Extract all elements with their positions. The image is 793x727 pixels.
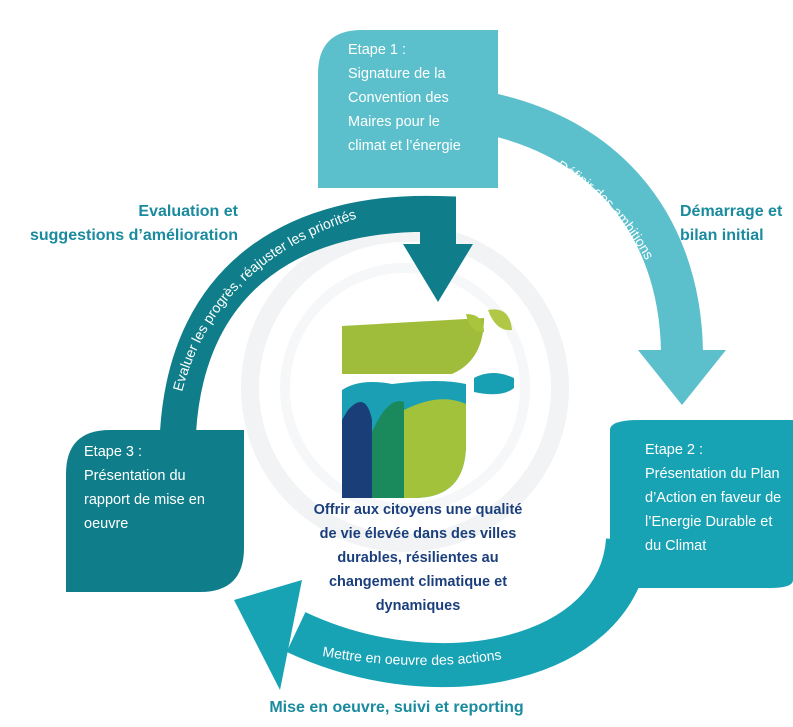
step-2-title: Etape 2 : <box>645 442 704 458</box>
step-3-line: Présentation du <box>84 468 186 484</box>
phase-evaluation-line: Evaluation et <box>138 203 238 220</box>
arrow-evaluate-progress <box>160 195 473 434</box>
phase-label-evaluation: Evaluation et suggestions d’amélioration <box>10 200 238 248</box>
step-1-title: Etape 1 : <box>348 42 407 58</box>
covenant-logo <box>342 309 514 498</box>
step-3-text: Etape 3 : Présentation du rapport de mis… <box>84 440 205 536</box>
step-3-line: oeuvre <box>84 516 129 532</box>
step-1-shape <box>318 30 498 188</box>
center-line: durables, résilientes au <box>337 550 499 566</box>
step-3-line: rapport de mise en <box>84 492 205 508</box>
step-2-shape <box>610 420 793 588</box>
step-1-text: Etape 1 : Signature de la Convention des… <box>348 38 461 158</box>
center-goal-text: Offrir aux citoyens une qualité de vie é… <box>298 498 538 618</box>
phase-evaluation-line: suggestions d’amélioration <box>29 227 238 244</box>
step-1-line: climat et l’énergie <box>348 138 461 154</box>
step-2-text: Etape 2 : Présentation du Plan d’Action … <box>645 438 781 558</box>
phase-start-line: Démarrage et <box>680 203 783 220</box>
step-1-line: Convention des <box>348 90 449 106</box>
step-2-line: d’Action en faveur de <box>645 490 782 506</box>
center-line: de vie élevée dans des villes <box>319 526 517 542</box>
step-3-shape <box>66 430 244 592</box>
background-ring <box>241 224 569 552</box>
phase-label-implementation: Mise en oeuvre, suivi et reporting <box>269 699 524 716</box>
step-2-line: l’Energie Durable et <box>645 514 773 530</box>
step-1-line: Maires pour le <box>348 114 440 130</box>
step-2-line: du Climat <box>645 538 707 554</box>
step-2-line: Présentation du Plan <box>645 466 780 482</box>
arrow-define-ambitions <box>466 89 726 405</box>
step-1-line: Signature de la <box>348 66 446 82</box>
center-line: Offrir aux citoyens une qualité <box>313 502 523 518</box>
step-3-title: Etape 3 : <box>84 444 143 460</box>
center-line: dynamiques <box>375 598 461 614</box>
center-line: changement climatique et <box>328 574 508 590</box>
phase-start-line: bilan initial <box>680 227 764 244</box>
phase-label-start: Démarrage et bilan initial <box>680 200 782 248</box>
background-ring-inner <box>280 263 530 513</box>
